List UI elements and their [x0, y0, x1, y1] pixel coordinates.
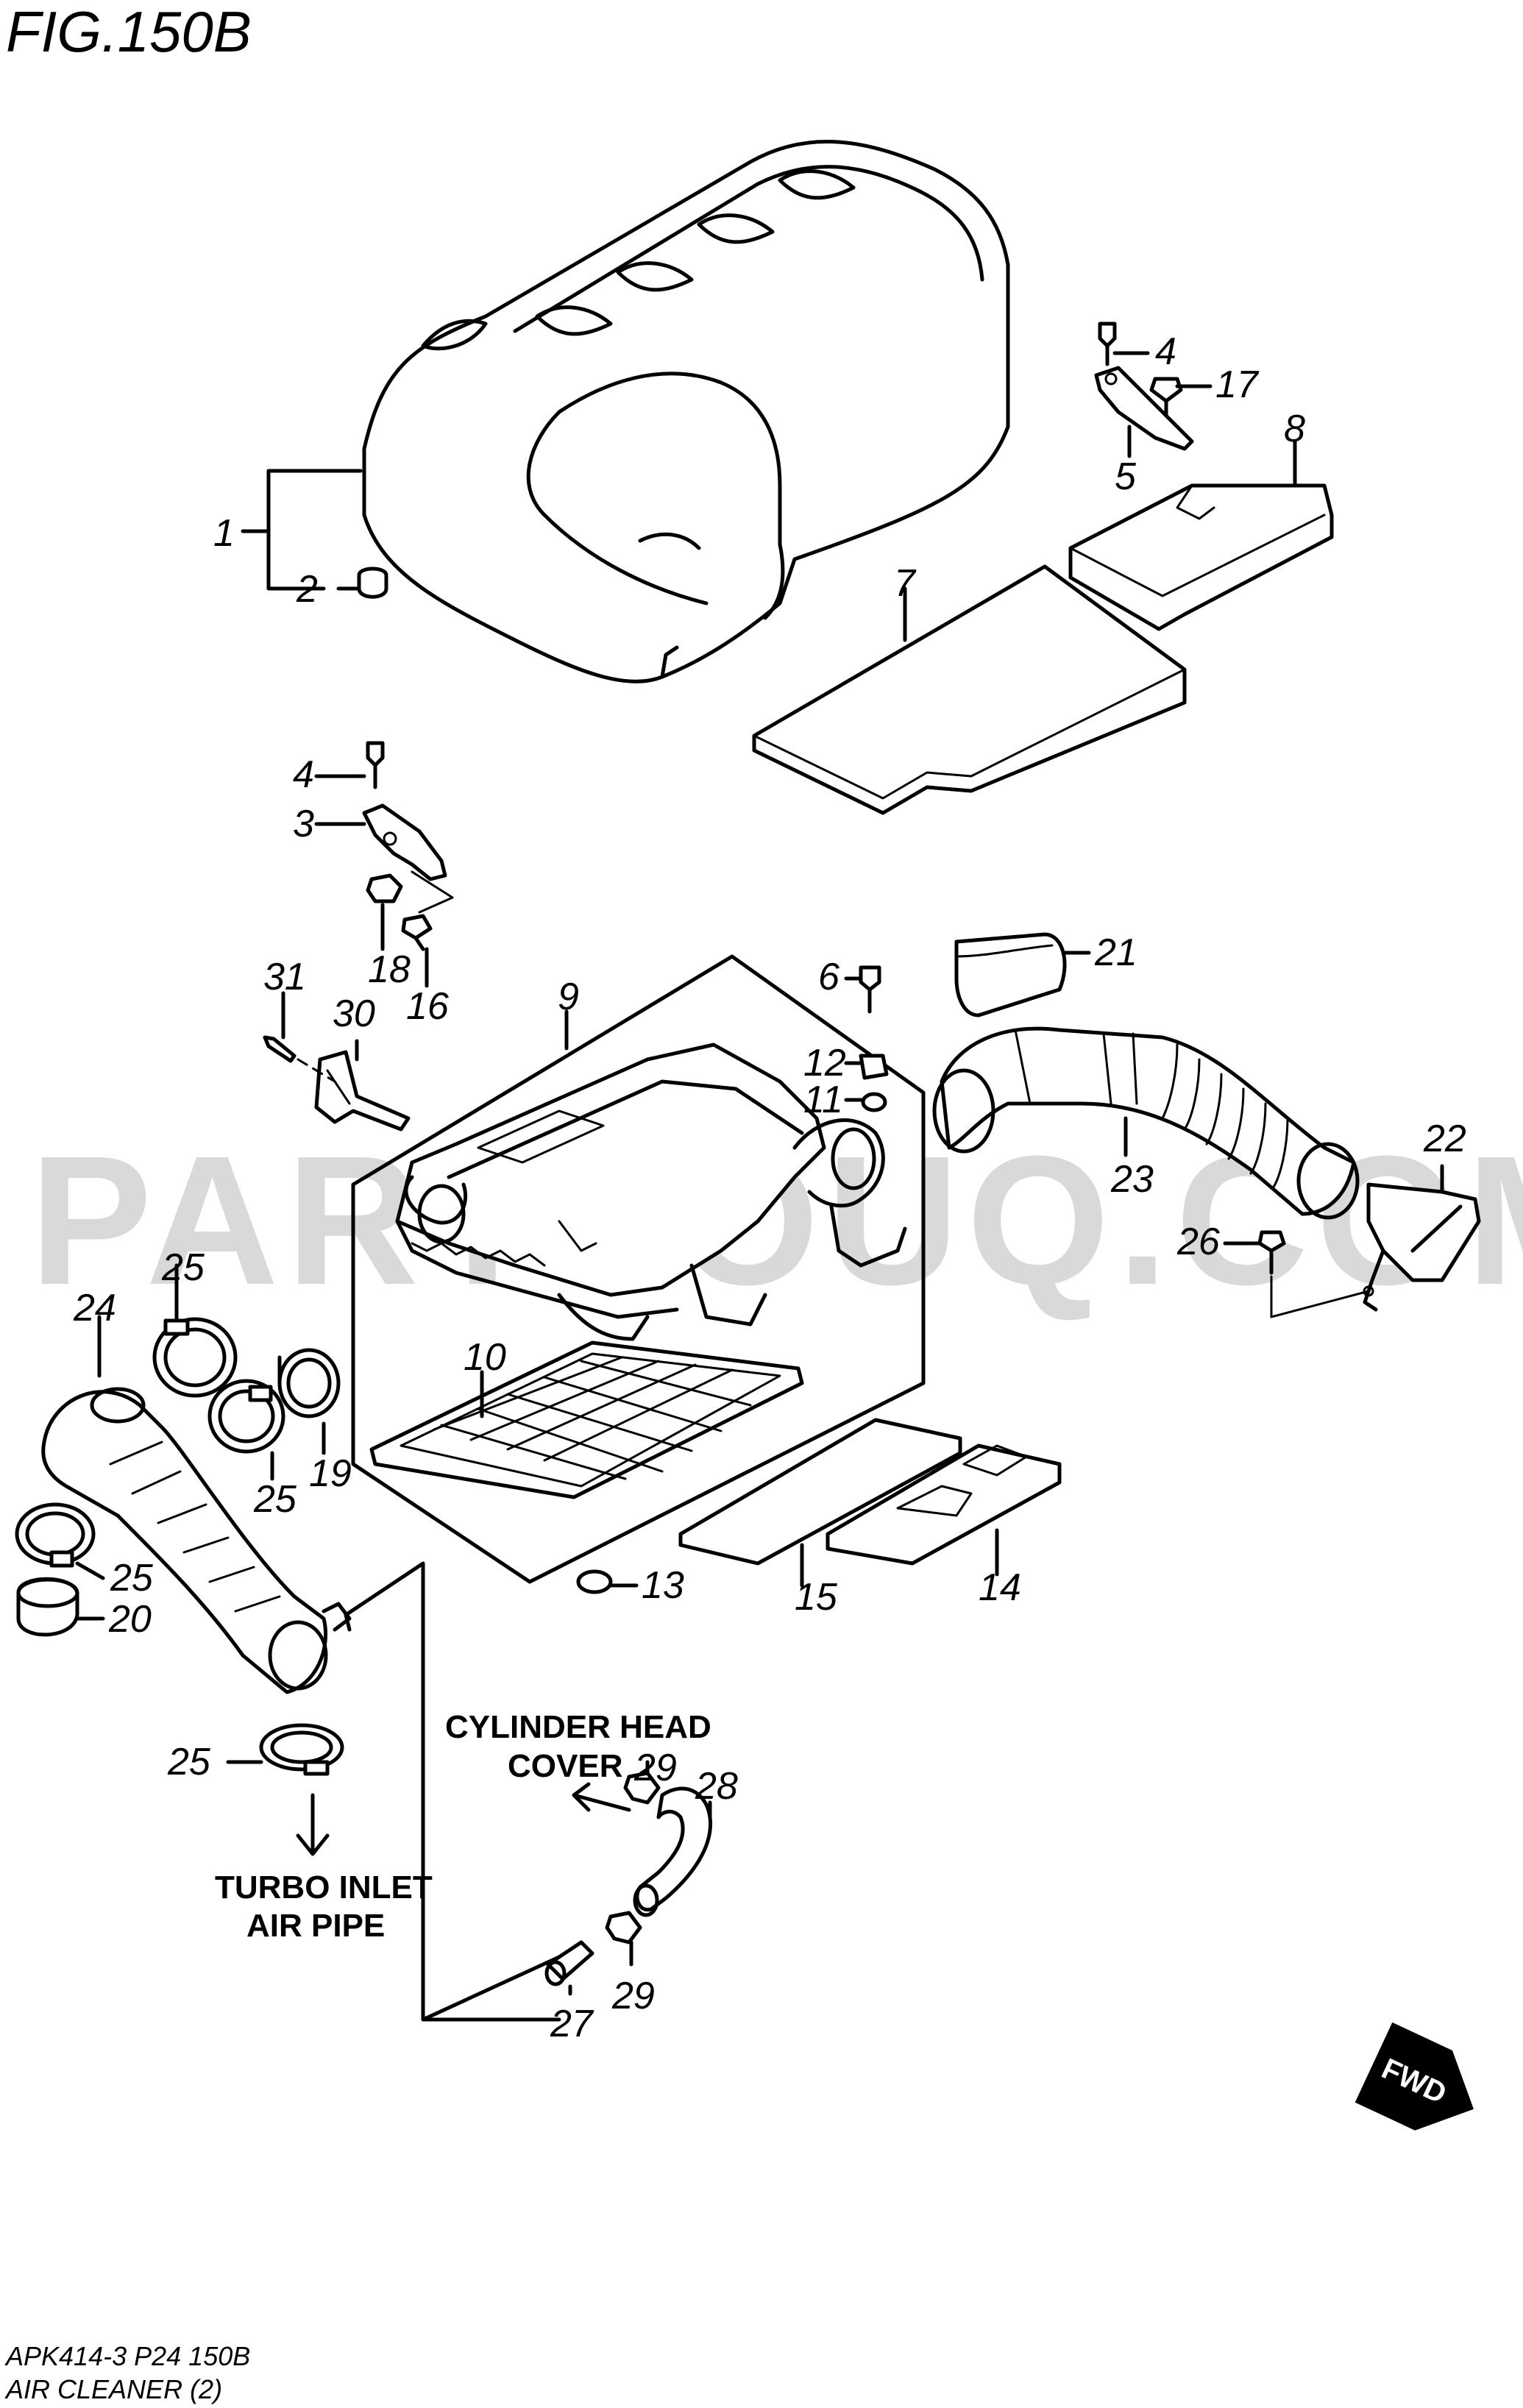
bolt-part-6 [859, 965, 881, 1014]
callout-12: 12 [803, 1042, 846, 1084]
callout-19: 19 [309, 1452, 352, 1495]
pad-part-7 [752, 564, 1187, 815]
seal-part-19 [277, 1348, 341, 1418]
bolt-part-17 [1149, 377, 1183, 418]
callout-14: 14 [979, 1566, 1021, 1609]
clamp-part-25-c [15, 1502, 96, 1568]
nut-part-12 [859, 1054, 889, 1080]
bolt-part-16 [401, 914, 433, 951]
turbo-label-line1: TURBO INLET [215, 1869, 433, 1906]
engine-cover-part [362, 139, 1010, 683]
intake-hose-part-23 [932, 1026, 1360, 1220]
callout-4-top: 4 [1155, 330, 1176, 373]
sensor-part-30 [314, 1050, 411, 1132]
callout-8: 8 [1284, 408, 1305, 450]
callout-4-mid: 4 [293, 753, 314, 796]
cylinder-head-label-line2: COVER [508, 1748, 622, 1784]
pcv-frame-stub [344, 1613, 352, 1632]
pcv-frame [344, 1561, 561, 2022]
cylinder-head-label-line1: CYLINDER HEAD [445, 1709, 711, 1745]
assembly-frame-9 [351, 954, 926, 1584]
bolt-part-26 [1257, 1230, 1286, 1275]
callout-25-d: 25 [167, 1741, 211, 1783]
callout-23: 23 [1110, 1158, 1154, 1201]
clamp-part-25-b [207, 1379, 285, 1454]
callout-9: 9 [558, 976, 579, 1018]
leader-26-dash [1270, 1275, 1370, 1318]
callout-26: 26 [1176, 1221, 1220, 1263]
callout-6: 6 [818, 956, 839, 998]
callout-25-b: 25 [253, 1478, 297, 1521]
clamp-part-25-a [152, 1317, 238, 1398]
hose-part-28 [633, 1786, 713, 1917]
pad-part-15 [678, 1418, 962, 1566]
clip-part-29-bottom [605, 1911, 642, 1944]
callout-16: 16 [406, 985, 449, 1028]
seal-part-20 [16, 1577, 79, 1637]
callout-28: 28 [695, 1765, 738, 1808]
callout-13: 13 [642, 1564, 684, 1607]
callout-31: 31 [263, 956, 306, 998]
footer-name: AIR CLEANER (2) [4, 2374, 222, 2404]
leader-25-c [75, 1561, 105, 1580]
cap-nut-part-2 [357, 567, 388, 599]
callout-22: 22 [1423, 1118, 1466, 1160]
callout-24: 24 [73, 1287, 116, 1329]
callout-21: 21 [1094, 931, 1137, 974]
callout-29-top: 29 [633, 1747, 677, 1789]
callout-15: 15 [795, 1576, 838, 1619]
callout-30: 30 [333, 992, 375, 1035]
callout-1: 1 [213, 512, 235, 555]
duct-cap-part-21 [954, 932, 1067, 1017]
figure-title: FIG.150B [6, 0, 252, 64]
callout-10: 10 [464, 1336, 506, 1379]
leader-31-dash [297, 1058, 336, 1083]
callout-25-a: 25 [161, 1246, 205, 1289]
fwd-direction-badge: FWD [1355, 2022, 1474, 2131]
callout-5: 5 [1115, 455, 1137, 498]
air-cleaner-case [395, 1043, 907, 1341]
screw-part-31 [263, 1035, 297, 1063]
leader-bracket-3-dash [411, 870, 454, 914]
arrow-cylinder-head [572, 1782, 631, 1812]
pcv-frame-diag [421, 1955, 561, 2022]
callout-17: 17 [1215, 363, 1260, 406]
bolt-part-4-mid [366, 741, 385, 789]
bolt-part-4-top [1098, 322, 1117, 366]
callout-25-c: 25 [110, 1557, 154, 1599]
callout-3: 3 [293, 803, 314, 845]
clamp-part-25-d [259, 1723, 344, 1776]
turbo-hose-part-24 [41, 1387, 352, 1694]
arrow-turbo [296, 1793, 330, 1856]
pad-part-14 [826, 1443, 1062, 1566]
callout-2: 2 [296, 568, 318, 611]
callout-27: 27 [550, 2003, 594, 2045]
pad-part-8 [1068, 483, 1334, 631]
grommet-part-11 [861, 1092, 887, 1112]
nut-part-18 [366, 873, 403, 903]
turbo-label-line2: AIR PIPE [246, 1908, 385, 1944]
bracket-part-5 [1094, 366, 1194, 451]
footer-code: APK414-3 P24 150B [4, 2341, 250, 2371]
callout-29-bottom: 29 [611, 1975, 655, 2017]
callout-11: 11 [803, 1079, 843, 1121]
filter-element-part-10 [369, 1340, 804, 1499]
grommet-part-13 [576, 1569, 613, 1594]
callout-18: 18 [368, 948, 411, 991]
callout-20: 20 [108, 1598, 152, 1641]
bracket-part-3 [362, 803, 447, 881]
callout-7: 7 [894, 562, 917, 605]
pipe-part-27 [544, 1940, 594, 1986]
